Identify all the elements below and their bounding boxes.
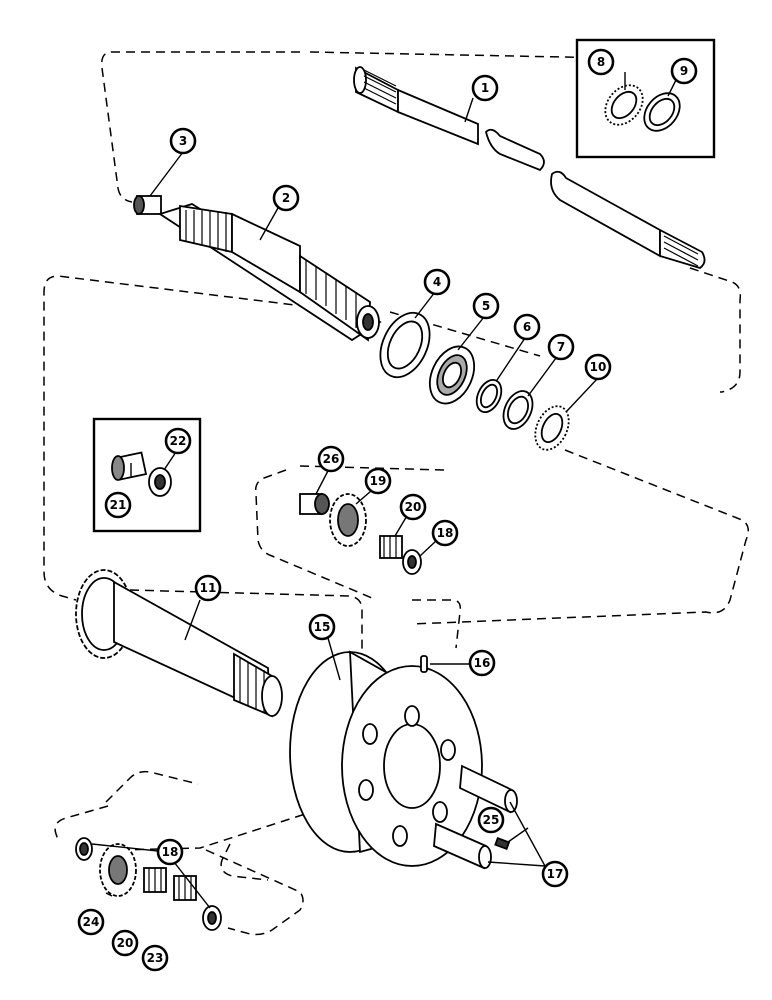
callout-7: 7 (547, 333, 575, 361)
callout-22: 22 (164, 427, 192, 455)
callout-6: 6 (513, 313, 541, 341)
callout-1: 1 (471, 74, 499, 102)
part-15-carrier (289, 650, 483, 867)
callout-22-label: 22 (170, 434, 187, 448)
part-19-gear (329, 493, 367, 547)
part-21-bushing (111, 451, 148, 481)
part-11-gear-shaft (75, 569, 283, 718)
callout-19: 19 (364, 467, 392, 495)
callout-7-label: 7 (557, 340, 565, 354)
callout-10-label: 10 (590, 360, 607, 374)
callout-15-label: 15 (314, 620, 331, 634)
callout-4: 4 (423, 268, 451, 296)
callout-1-label: 1 (481, 81, 489, 95)
callout-16-label: 16 (474, 656, 491, 670)
callout-3-label: 3 (179, 134, 187, 148)
callout-10: 10 (584, 353, 612, 381)
leader-lines (91, 72, 677, 909)
part-24-gear (99, 843, 137, 897)
callout-20-upper-label: 20 (405, 500, 422, 514)
callout-24-label: 24 (83, 915, 100, 929)
callout-8: 8 (587, 48, 615, 76)
callout-21: 21 (104, 491, 132, 519)
callout-11: 11 (194, 574, 222, 602)
part-2-main-shaft (157, 203, 382, 342)
callout-21-label: 21 (110, 498, 127, 512)
callout-8-label: 8 (597, 55, 605, 69)
callout-4-label: 4 (433, 275, 441, 289)
callout-23: 23 (141, 944, 169, 972)
inset-box-8-9 (575, 38, 716, 159)
part-26-spacer (299, 493, 330, 515)
callout-18-lower-label: 18 (162, 845, 179, 859)
callout-25-label: 25 (483, 813, 500, 827)
part-7-washer (502, 390, 534, 430)
callout-18-upper-label: 18 (437, 526, 454, 540)
callout-3: 3 (169, 127, 197, 155)
part-18-washer-lower-left (75, 837, 93, 861)
callout-11-label: 11 (200, 581, 217, 595)
part-9-washer (643, 92, 681, 132)
callout-18-upper: 18 (431, 519, 459, 547)
callout-2: 2 (272, 184, 300, 212)
callout-16: 16 (468, 649, 496, 677)
part-20-needle-bearing-lower (143, 867, 167, 893)
callout-25: 25 (477, 806, 505, 834)
callout-9-label: 9 (680, 64, 688, 78)
callout-15: 15 (308, 613, 336, 641)
part-16-key (420, 655, 428, 673)
callout-17: 17 (541, 860, 569, 888)
part-17-pin (459, 764, 518, 814)
inset-frame (575, 38, 716, 159)
callout-2-label: 2 (282, 191, 290, 205)
callout-20-lower-label: 20 (117, 936, 134, 950)
part-20-needle-bearing (379, 535, 403, 559)
callout-17-label: 17 (547, 867, 564, 881)
callout-5: 5 (472, 292, 500, 320)
part-23-needle-bearing (173, 875, 197, 901)
callout-20-upper: 20 (399, 493, 427, 521)
part-3-bushing (133, 195, 162, 215)
part-22-washer (148, 467, 172, 497)
part-18-washer (402, 549, 422, 575)
part-10-thrust-bearing (534, 405, 570, 451)
callout-9: 9 (670, 57, 698, 85)
part-8-bearing-race (604, 84, 644, 126)
part-1-input-shaft (353, 66, 706, 269)
callout-19-label: 19 (370, 474, 387, 488)
callout-26: 26 (317, 445, 345, 473)
callout-20-lower: 20 (111, 929, 139, 957)
callout-24: 24 (77, 908, 105, 936)
callout-26-label: 26 (323, 452, 340, 466)
callout-6-label: 6 (523, 320, 531, 334)
callout-23-label: 23 (147, 951, 164, 965)
part-4-retainer-ring (379, 311, 431, 379)
callout-5-label: 5 (482, 299, 490, 313)
part-5-bearing (428, 345, 476, 405)
part-18-washer-lower-right (202, 905, 222, 931)
part-25-set-screw (494, 837, 511, 851)
callout-18-lower: 18 (156, 838, 184, 866)
part-6-snap-ring (475, 379, 503, 413)
